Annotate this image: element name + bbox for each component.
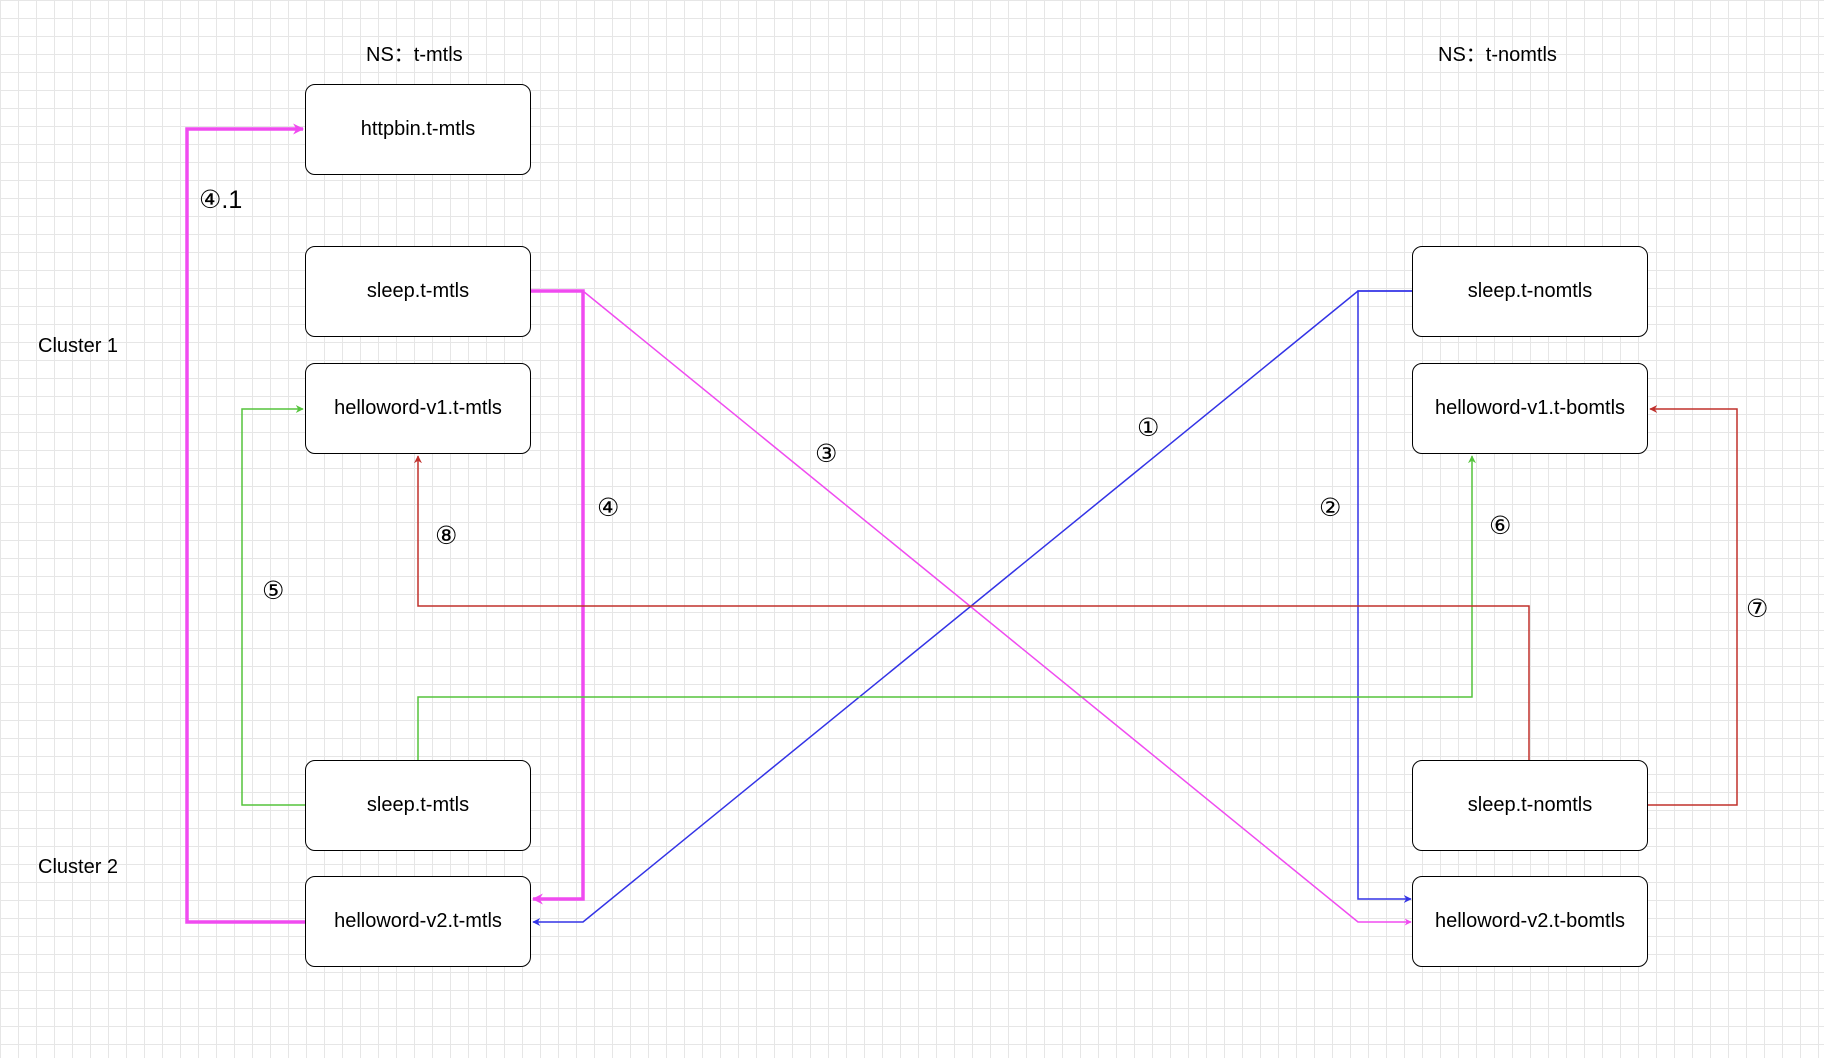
- step-label-3: ③: [815, 440, 838, 468]
- node-sleep-nomtls-cluster1[interactable]: sleep.t-nomtls: [1412, 246, 1648, 337]
- step-label-5: ⑤: [262, 577, 285, 605]
- step-label-6: ⑥: [1489, 512, 1512, 540]
- node-sleep-nomtls-cluster2[interactable]: sleep.t-nomtls: [1412, 760, 1648, 851]
- edge-7: [1648, 405, 1738, 806]
- step-label-1: ①: [1137, 414, 1160, 442]
- edge-4: [531, 289, 585, 905]
- edge-2: [1357, 290, 1413, 903]
- node-helloworld-v2-mtls[interactable]: helloword-v2.t-mtls: [305, 876, 531, 967]
- cluster-label-2: Cluster 2: [38, 856, 119, 878]
- node-helloworld-v1-mtls[interactable]: helloword-v1.t-mtls: [305, 363, 531, 454]
- namespace-label-right: NS：t-nomtls: [1438, 44, 1557, 66]
- node-httpbin-mtls[interactable]: httpbin.t-mtls: [305, 84, 531, 175]
- step-label-4: ④: [597, 494, 620, 522]
- step-label-4-1: ④.1: [199, 186, 243, 214]
- edge-8: [414, 455, 1530, 761]
- cluster-label-1: Cluster 1: [38, 335, 119, 357]
- edge-6: [417, 455, 1476, 761]
- edge-5: [241, 405, 305, 806]
- namespace-label-left: NS：t-mtls: [366, 44, 463, 66]
- node-sleep-mtls-cluster2[interactable]: sleep.t-mtls: [305, 760, 531, 851]
- node-helloworld-v2-bomtls[interactable]: helloword-v2.t-bomtls: [1412, 876, 1648, 967]
- edge-4-1: [185, 123, 305, 924]
- step-label-7: ⑦: [1746, 595, 1769, 623]
- node-helloworld-v1-bomtls[interactable]: helloword-v1.t-bomtls: [1412, 363, 1648, 454]
- node-sleep-mtls-cluster1[interactable]: sleep.t-mtls: [305, 246, 531, 337]
- step-label-2: ②: [1319, 494, 1342, 522]
- step-label-8: ⑧: [435, 522, 458, 550]
